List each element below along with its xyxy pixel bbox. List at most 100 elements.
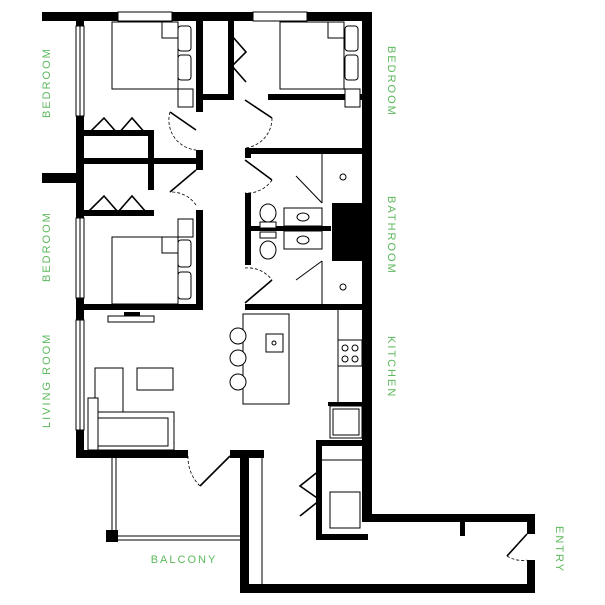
nightstand bbox=[344, 88, 361, 108]
closet-doors bbox=[87, 35, 322, 517]
closet-door-bed3 bbox=[87, 194, 147, 214]
cooktop bbox=[337, 339, 363, 367]
room-label-balcony: BALCONY bbox=[151, 554, 218, 566]
tv bbox=[124, 312, 140, 316]
door-swing bbox=[506, 555, 528, 561]
door-swing bbox=[187, 455, 201, 487]
interior-walls bbox=[84, 12, 362, 406]
door-swing bbox=[168, 111, 197, 151]
wall-bed2-closet-left bbox=[228, 21, 234, 100]
wall-bed1-closet-shelf bbox=[84, 158, 202, 164]
window-top-bed2 bbox=[252, 11, 308, 22]
balcony-post bbox=[106, 530, 118, 542]
wall-bottom bbox=[240, 584, 535, 593]
door-bed1 bbox=[169, 111, 197, 131]
wall-hall-closet-left bbox=[316, 440, 322, 540]
door-swing bbox=[244, 179, 273, 194]
sofa-seat bbox=[95, 417, 169, 447]
coffee-table bbox=[136, 367, 174, 391]
nightstand bbox=[177, 218, 194, 238]
wall-bed3-right bbox=[196, 210, 203, 310]
toilet bbox=[259, 240, 277, 260]
wall-entry-right bbox=[527, 514, 535, 534]
room-labels: BEDROOM BEDROOM LIVING ROOM BEDROOM BATH… bbox=[41, 46, 565, 573]
room-label-bedroom-top-right: BEDROOM bbox=[385, 46, 397, 117]
closet-door-bed1 bbox=[87, 116, 147, 136]
pillow bbox=[344, 54, 359, 81]
wall-bath-middle bbox=[251, 226, 331, 231]
bar-stool bbox=[229, 373, 247, 391]
shower-drain bbox=[339, 173, 347, 181]
windows bbox=[75, 11, 308, 431]
wall-entry-post bbox=[460, 518, 465, 536]
bed-fold bbox=[327, 22, 344, 39]
door-swing bbox=[244, 117, 273, 149]
door-swing bbox=[169, 191, 197, 206]
wall-bath-bottom bbox=[245, 304, 362, 310]
wall-hall-closet-bottom bbox=[316, 534, 368, 540]
doors bbox=[168, 99, 528, 561]
wall-right-upper bbox=[362, 12, 372, 517]
wall-bath-shaft bbox=[332, 203, 362, 261]
door-bed3 bbox=[169, 169, 197, 193]
sink bbox=[296, 212, 310, 222]
bed-top-right bbox=[279, 21, 345, 90]
shower-drain bbox=[339, 283, 347, 291]
wall-bath-left-mid bbox=[245, 193, 251, 265]
bed-fold bbox=[161, 237, 178, 254]
closet-door-hall bbox=[298, 469, 322, 517]
closet-door-bed2 bbox=[230, 35, 248, 83]
shower-door bbox=[295, 175, 323, 204]
burner bbox=[351, 344, 359, 352]
door-bath-top bbox=[244, 159, 273, 181]
pillow bbox=[177, 54, 192, 81]
wall-hall-divider bbox=[196, 150, 203, 170]
kitchen-fixtures bbox=[229, 310, 363, 529]
bathroom-fixtures bbox=[259, 154, 347, 304]
wall-entry-top bbox=[362, 514, 535, 522]
burner bbox=[351, 355, 359, 363]
door-swing bbox=[244, 267, 273, 281]
living-furniture bbox=[87, 312, 175, 451]
sink bbox=[296, 235, 310, 245]
burner bbox=[341, 355, 349, 363]
sofa-back bbox=[94, 367, 124, 413]
room-label-kitchen: KITCHEN bbox=[385, 336, 397, 398]
toilet bbox=[259, 203, 277, 223]
wall-entry-right-lower bbox=[527, 560, 535, 593]
door-entry bbox=[506, 533, 528, 557]
bed-lower-left bbox=[111, 236, 179, 305]
burner bbox=[341, 344, 349, 352]
toilet-tank bbox=[259, 221, 277, 229]
wall-left-stub bbox=[42, 173, 84, 183]
door-bed2 bbox=[244, 99, 273, 119]
beds bbox=[111, 21, 361, 305]
balcony-structure bbox=[106, 458, 263, 584]
sink-drain bbox=[271, 340, 277, 346]
wall-top bbox=[42, 12, 372, 21]
wall-bath-top bbox=[245, 148, 362, 154]
bar-stool bbox=[229, 349, 247, 367]
wall-bed2-bottom bbox=[203, 94, 233, 100]
room-label-entry: ENTRY bbox=[553, 526, 565, 573]
pillow bbox=[177, 25, 192, 52]
room-label-bedroom-top-left: BEDROOM bbox=[41, 47, 53, 118]
wall-hall-closet-top bbox=[316, 440, 366, 446]
wall-kitchen-fridge-divider bbox=[328, 402, 362, 406]
shower-door bbox=[295, 260, 323, 281]
room-label-bathroom: BATHROOM bbox=[385, 196, 397, 275]
room-label-bedroom-lower-left: BEDROOM bbox=[41, 211, 53, 282]
wall-bath-left-top bbox=[245, 148, 251, 158]
pillow bbox=[177, 271, 192, 300]
kitchen-island bbox=[242, 313, 290, 405]
pillow bbox=[344, 25, 359, 52]
sofa-side bbox=[87, 397, 99, 451]
bed-top-left bbox=[111, 21, 179, 90]
wall-balcony-right bbox=[240, 450, 249, 593]
toilet-tank bbox=[259, 231, 277, 239]
bed-fold bbox=[161, 22, 178, 39]
wall-bed3-closet-bottom bbox=[84, 210, 154, 216]
refrigerator-inner bbox=[332, 408, 360, 436]
nightstand bbox=[177, 88, 194, 108]
